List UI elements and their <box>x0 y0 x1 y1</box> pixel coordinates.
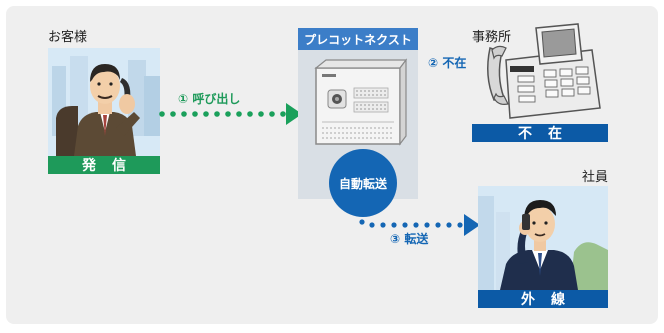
office-label: 事務所 <box>472 30 512 45</box>
pbx-unit-icon <box>314 58 408 146</box>
outgoing-band: 発信 <box>48 156 160 174</box>
device-title: プレコットネクスト <box>298 28 418 50</box>
external-band-label: 外線 <box>521 292 581 308</box>
device-illustration <box>308 58 408 154</box>
transfer-flow-arrow <box>355 202 480 236</box>
step-transfer-label: ③ 転送 <box>390 232 429 246</box>
office-phone-illustration <box>480 20 604 124</box>
absent-band-label: 不在 <box>518 126 578 142</box>
outgoing-band-label: 発信 <box>82 158 142 174</box>
businessman-on-phone-icon <box>48 48 160 156</box>
absent-band: 不在 <box>472 124 608 142</box>
external-band: 外線 <box>478 290 608 308</box>
customer-label: お客様 <box>48 30 88 45</box>
step-call-label: ① 呼び出し <box>178 92 241 106</box>
step-absent-label: ② 不在 <box>428 56 467 70</box>
employee-illustration <box>478 186 608 290</box>
auto-transfer-badge: 自動転送 <box>329 149 397 217</box>
employee-with-cellphone-icon <box>478 186 608 290</box>
call-flow-arrow <box>159 103 302 125</box>
office-telephone-icon <box>487 23 601 119</box>
diagram-canvas: お客様 発信 ① 呼び出し <box>6 6 658 324</box>
customer-illustration <box>48 48 160 156</box>
employee-label: 社員 <box>582 170 609 185</box>
